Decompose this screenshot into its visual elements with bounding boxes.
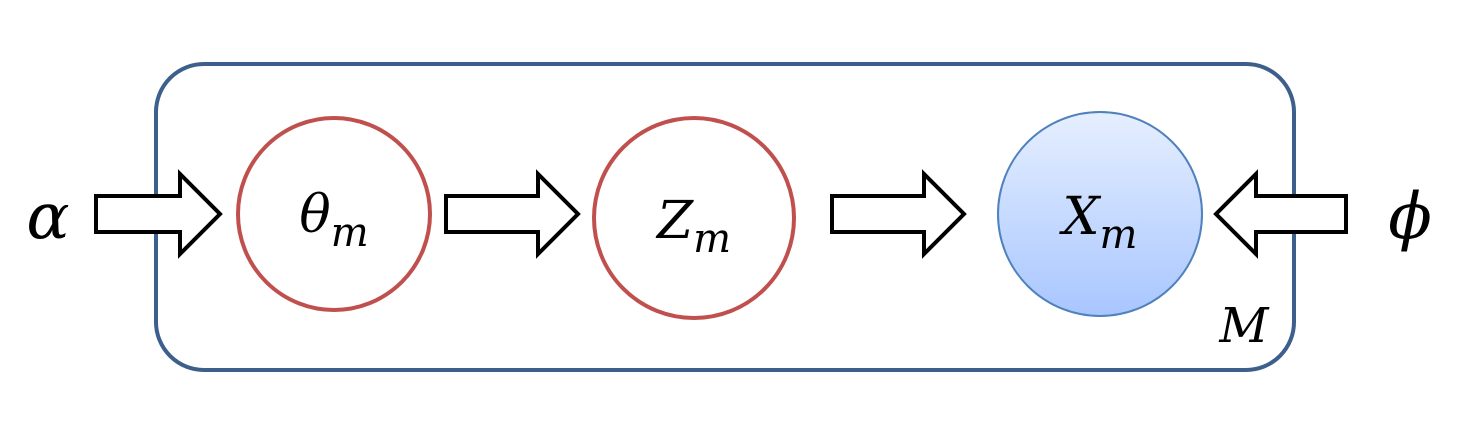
arrow-alpha-to-theta [94,169,223,259]
node-x-symbol: X [1059,187,1102,247]
node-theta [236,116,432,312]
arrow-theta-to-z [444,169,581,259]
node-theta-label: θm [299,185,368,256]
param-alpha: α [26,180,69,254]
arrow-phi-to-x [1213,169,1348,259]
node-x [997,111,1203,317]
plate-label: M [1218,298,1270,354]
node-z-label: Zm [655,191,731,262]
node-theta-symbol: θ [299,185,330,245]
node-x-subscript: m [1100,212,1138,258]
arrow-z-to-x [830,169,967,259]
node-z-subscript: m [693,216,731,262]
node-z [592,116,796,320]
node-x-label: Xm [1059,187,1138,258]
node-z-symbol: Z [655,191,694,251]
param-phi: ϕ [1388,180,1432,254]
node-theta-subscript: m [331,210,369,256]
